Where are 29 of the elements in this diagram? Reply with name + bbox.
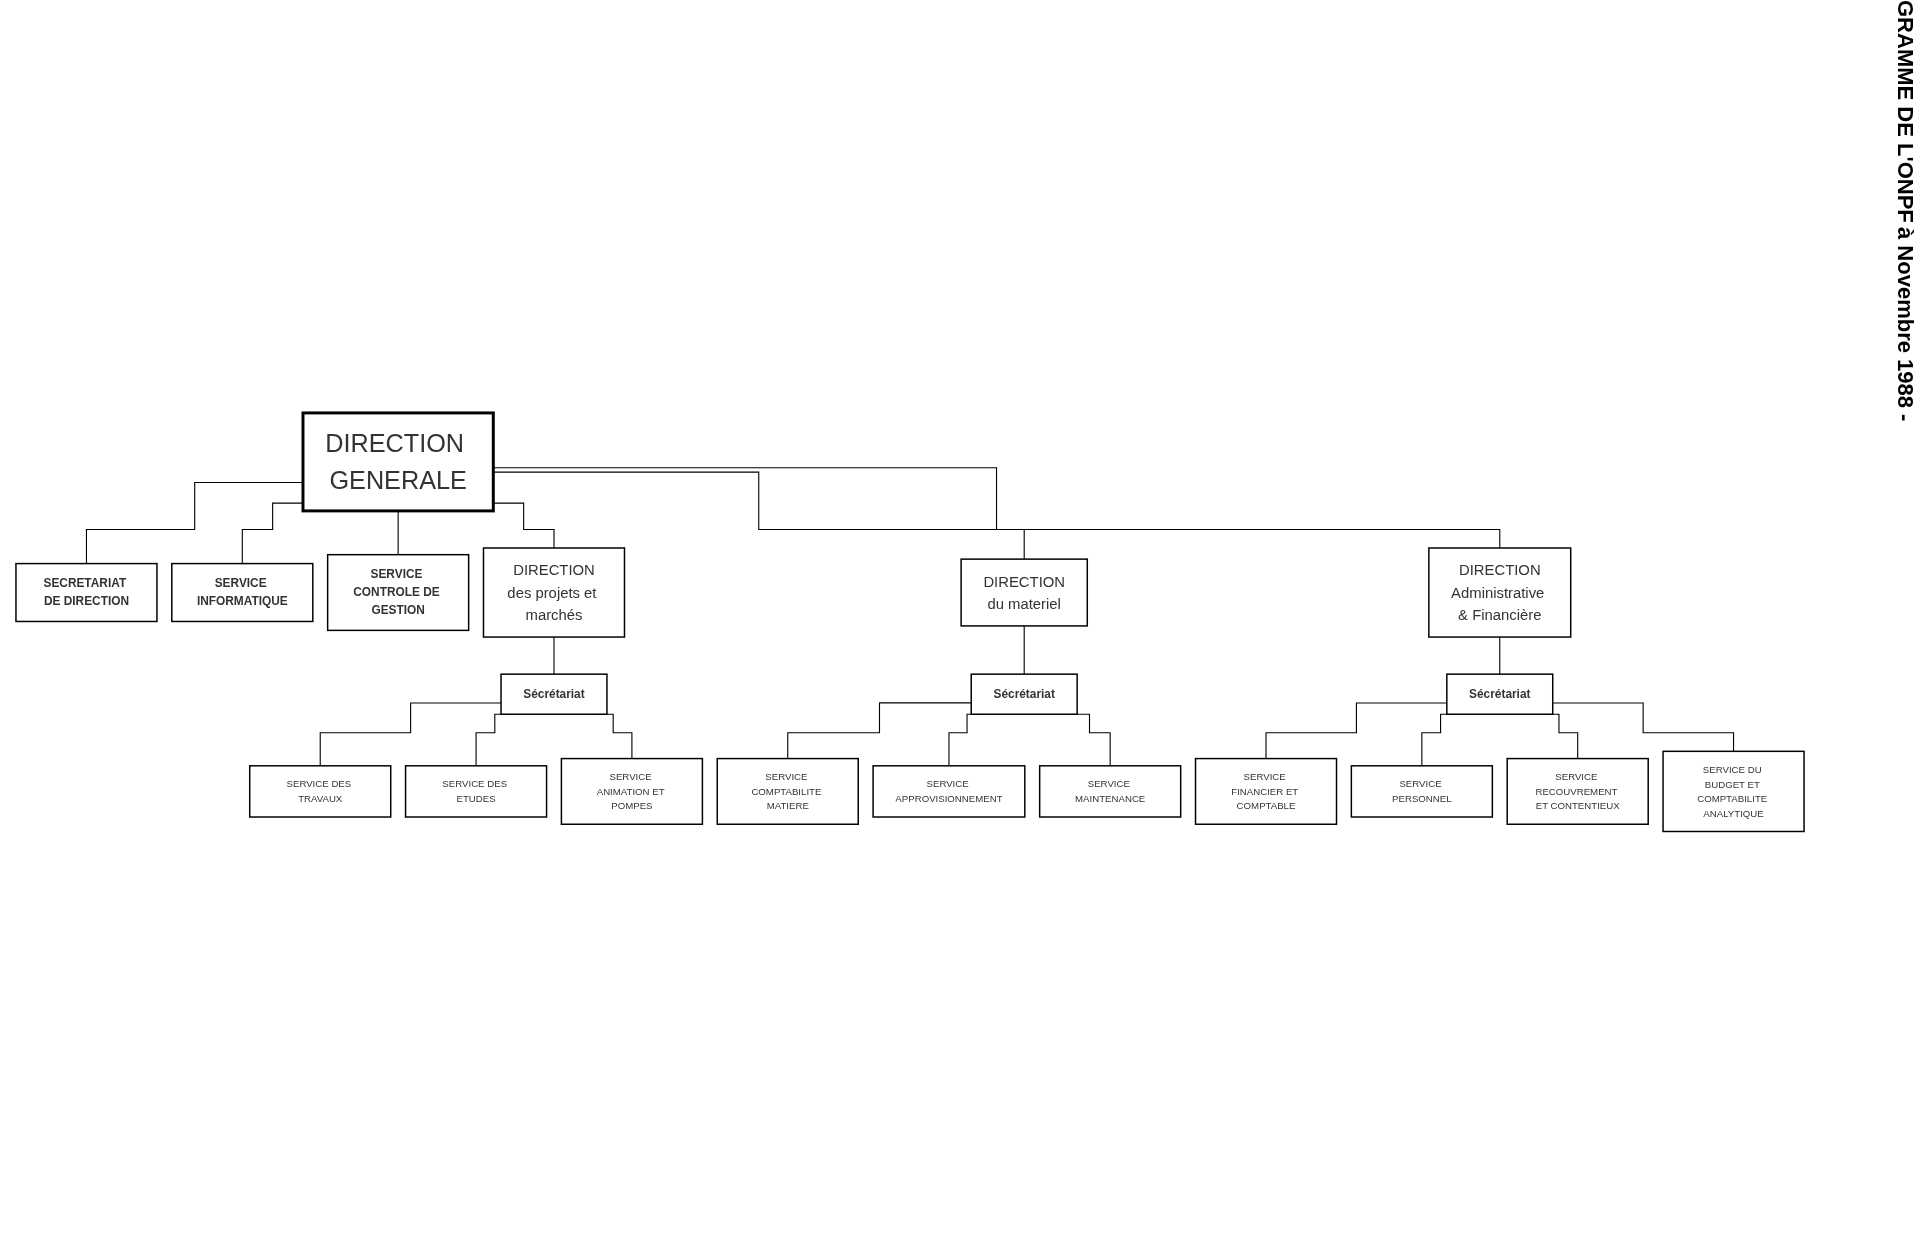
node-box: SERVICE MAINTENANCE: [1038, 764, 1182, 818]
node-box: DIRECTION Administrative & Financière: [1428, 547, 1572, 638]
node-box: SERVICE APPROVISIONNEMENT: [872, 764, 1026, 818]
node-box: SERVICE DES ETUDES: [404, 764, 548, 818]
connector: [1023, 625, 1025, 675]
note-text: GRAMME DE L'ONPF: [1892, 0, 1918, 223]
connector: [553, 636, 555, 675]
node-box: DIRECTION des projets et marchés: [482, 547, 626, 638]
node-box: Sécrétariat: [970, 673, 1078, 715]
node-box: SECRETARIAT DE DIRECTION: [15, 562, 158, 622]
node-box: Sécrétariat: [500, 673, 608, 715]
node-box: SERVICE DU BUDGET ET COMPTABILITE ANALYTIQUE: [1662, 750, 1805, 832]
node-box: SERVICE PERSONNEL: [1350, 764, 1494, 818]
connector: [1499, 636, 1501, 675]
node-box: SERVICE RECOUVREMENT ET CONTENTIEUX: [1506, 757, 1649, 825]
node-box: SERVICE FINANCIER ET COMPTABLE: [1194, 757, 1338, 825]
connector: [397, 510, 399, 555]
node-box: DIRECTION GENERALE: [301, 411, 495, 513]
node-box: Sécrétariat: [1446, 673, 1554, 715]
node-box: SERVICE COMPTABILITE MATIERE: [716, 757, 859, 825]
node-box: SERVICE INFORMATIQUE: [171, 562, 314, 622]
node-box: SERVICE ANIMATION ET POMPES: [560, 757, 704, 825]
node-box: SERVICE CONTROLE DE GESTION: [326, 553, 470, 631]
connector: [787, 702, 972, 759]
node-box: DIRECTION du materiel: [960, 558, 1088, 627]
connector: [1552, 702, 1735, 752]
note-text: à Novembre 1988 -: [1892, 226, 1918, 422]
connector: [319, 702, 502, 767]
node-box: SERVICE DES TRAVAUX: [249, 764, 392, 818]
